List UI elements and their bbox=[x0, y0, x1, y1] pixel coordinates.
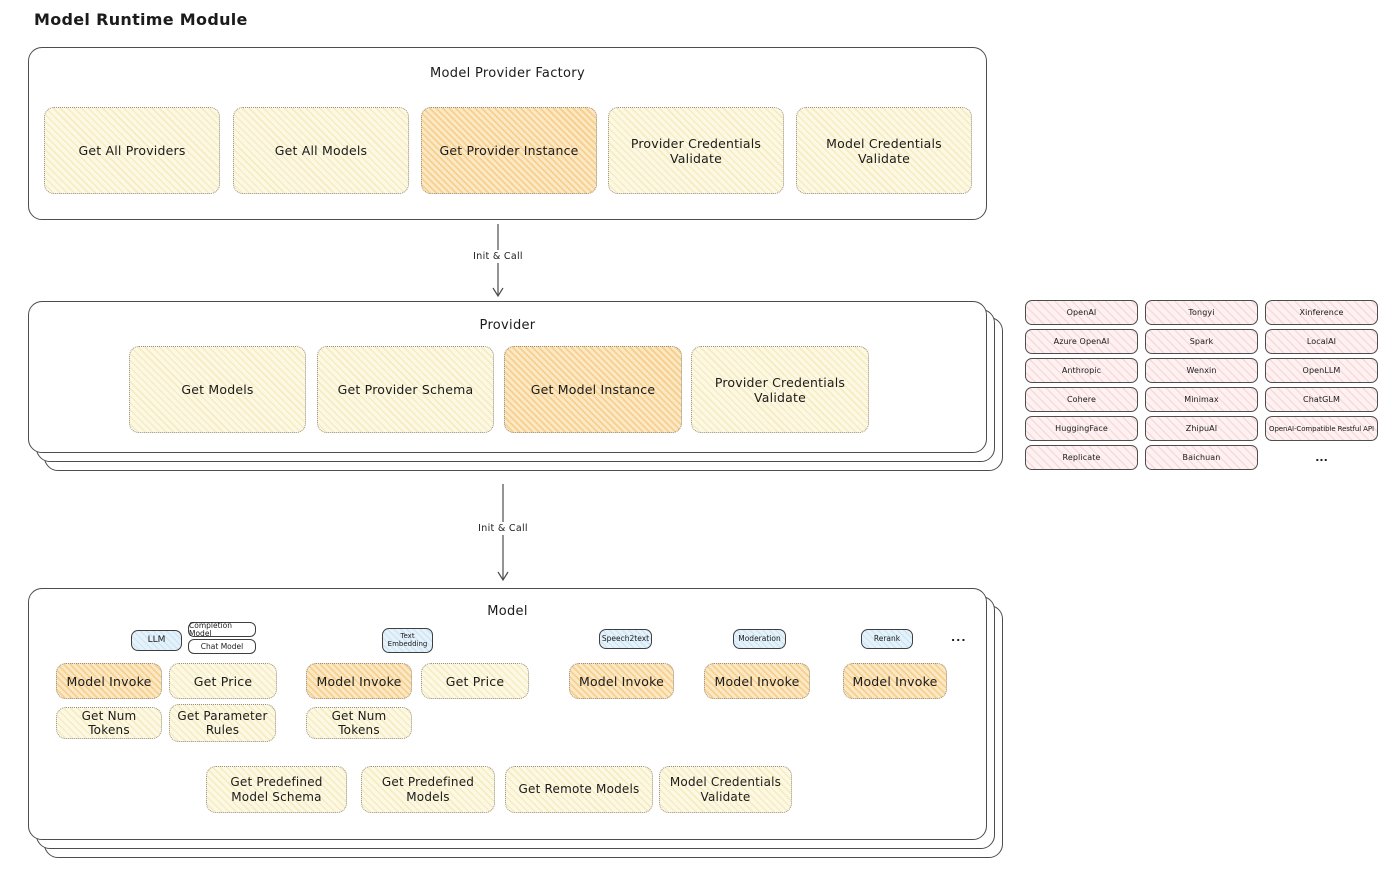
node-get-model-instance: Get Model Instance bbox=[504, 346, 682, 433]
node-moderation-model-invoke: Model Invoke bbox=[704, 663, 810, 699]
node-get-models: Get Models bbox=[129, 346, 306, 433]
vendor-replicate: Replicate bbox=[1025, 445, 1138, 470]
node-label: Provider Credentials Validate bbox=[630, 135, 762, 166]
node-get-all-providers: Get All Providers bbox=[44, 107, 220, 194]
vendor-openllm: OpenLLM bbox=[1265, 358, 1378, 383]
node-model-credentials-validate-2: Model Credentials Validate bbox=[659, 766, 792, 813]
node-embedding-get-price: Get Price bbox=[421, 663, 529, 699]
node-get-predefined-model-schema: Get Predefined Model Schema bbox=[206, 766, 347, 813]
vendor-huggingface: HuggingFace bbox=[1025, 416, 1138, 441]
node-label: Get All Models bbox=[274, 143, 368, 158]
provider-title: Provider bbox=[479, 318, 536, 333]
node-label: Model Credentials Validate bbox=[826, 135, 942, 166]
node-get-provider-schema: Get Provider Schema bbox=[317, 346, 494, 433]
node-get-predefined-models: Get Predefined Models bbox=[361, 766, 495, 813]
vendor-tongyi: Tongyi bbox=[1145, 300, 1258, 325]
tags-ellipsis: ... bbox=[951, 631, 967, 644]
page-title: Model Runtime Module bbox=[34, 10, 248, 29]
provider-box: Provider Get Models Get Provider Schema … bbox=[28, 301, 987, 453]
node-embedding-model-invoke: Model Invoke bbox=[306, 663, 412, 699]
vendor-xinference: Xinference bbox=[1265, 300, 1378, 325]
node-label: Get Remote Models bbox=[518, 782, 640, 797]
node-llm-get-parameter-rules: Get Parameter Rules bbox=[169, 704, 276, 742]
node-label: Model Invoke bbox=[714, 673, 800, 689]
node-model-credentials-validate: Model Credentials Validate bbox=[796, 107, 972, 194]
node-label: Get Model Instance bbox=[530, 382, 656, 397]
model-title: Model bbox=[487, 604, 528, 619]
tag-llm: LLM bbox=[131, 630, 182, 651]
node-label: Get Num Tokens bbox=[81, 708, 137, 737]
arrow-label: Init & Call bbox=[474, 522, 532, 535]
node-label: Model Credentials Validate bbox=[669, 775, 782, 804]
node-llm-get-num-tokens: Get Num Tokens bbox=[56, 707, 162, 739]
factory-title: Model Provider Factory bbox=[430, 66, 585, 81]
vendor-wenxin: Wenxin bbox=[1145, 358, 1258, 383]
vendor-anthropic: Anthropic bbox=[1025, 358, 1138, 383]
vendor-zhipuai: ZhipuAI bbox=[1145, 416, 1258, 441]
vendor-minimax: Minimax bbox=[1145, 387, 1258, 412]
tag-speech2text: Speech2text bbox=[599, 629, 652, 649]
tag-text-embedding: Text Embedding bbox=[382, 628, 433, 653]
factory-box: Model Provider Factory Get All Providers… bbox=[28, 47, 987, 220]
node-label: Provider Credentials Validate bbox=[714, 374, 846, 405]
node-label: Model Invoke bbox=[316, 673, 402, 689]
tag-rerank: Rerank bbox=[861, 629, 913, 649]
node-label: Get Parameter Rules bbox=[177, 708, 268, 737]
node-provider-credentials-validate: Provider Credentials Validate bbox=[608, 107, 784, 194]
tag-moderation: Moderation bbox=[733, 629, 786, 649]
node-label: Model Invoke bbox=[852, 673, 938, 689]
node-label: Get Price bbox=[193, 673, 253, 689]
vendor-openai-compatible: OpenAI-Compatible Restful API bbox=[1265, 416, 1378, 441]
vendor-baichuan: Baichuan bbox=[1145, 445, 1258, 470]
node-label: Get Price bbox=[445, 673, 505, 689]
node-llm-model-invoke: Model Invoke bbox=[56, 663, 162, 699]
vendor-cohere: Cohere bbox=[1025, 387, 1138, 412]
node-get-remote-models: Get Remote Models bbox=[505, 766, 653, 813]
node-label: Get Provider Schema bbox=[337, 382, 474, 397]
node-label: Get Predefined Model Schema bbox=[230, 775, 323, 804]
node-label: Get All Providers bbox=[78, 143, 186, 158]
vendor-localai: LocalAI bbox=[1265, 329, 1378, 354]
vendor-ellipsis: ... bbox=[1315, 451, 1328, 464]
node-label: Get Predefined Models bbox=[381, 775, 475, 804]
tag-completion-model: Completion Model bbox=[188, 622, 256, 637]
node-get-provider-instance: Get Provider Instance bbox=[421, 107, 597, 194]
vendor-spark: Spark bbox=[1145, 329, 1258, 354]
node-label: Get Models bbox=[181, 382, 254, 397]
node-label: Get Provider Instance bbox=[439, 143, 579, 158]
node-get-all-models: Get All Models bbox=[233, 107, 409, 194]
node-rerank-model-invoke: Model Invoke bbox=[843, 663, 947, 699]
model-box: Model LLM Completion Model Chat Model Te… bbox=[28, 588, 987, 840]
node-llm-get-price: Get Price bbox=[169, 663, 277, 699]
vendor-grid: OpenAI Tongyi Xinference Azure OpenAI Sp… bbox=[1025, 300, 1380, 470]
vendor-openai: OpenAI bbox=[1025, 300, 1138, 325]
node-speech2text-model-invoke: Model Invoke bbox=[569, 663, 674, 699]
vendor-azure-openai: Azure OpenAI bbox=[1025, 329, 1138, 354]
node-label: Model Invoke bbox=[66, 673, 152, 689]
tag-chat-model: Chat Model bbox=[188, 639, 256, 654]
node-embedding-get-num-tokens: Get Num Tokens bbox=[306, 707, 412, 739]
vendor-chatglm: ChatGLM bbox=[1265, 387, 1378, 412]
node-label: Get Num Tokens bbox=[331, 708, 387, 737]
arrow-label: Init & Call bbox=[469, 250, 527, 263]
node-label: Model Invoke bbox=[578, 673, 665, 689]
node-provider-credentials-validate-2: Provider Credentials Validate bbox=[691, 346, 869, 433]
